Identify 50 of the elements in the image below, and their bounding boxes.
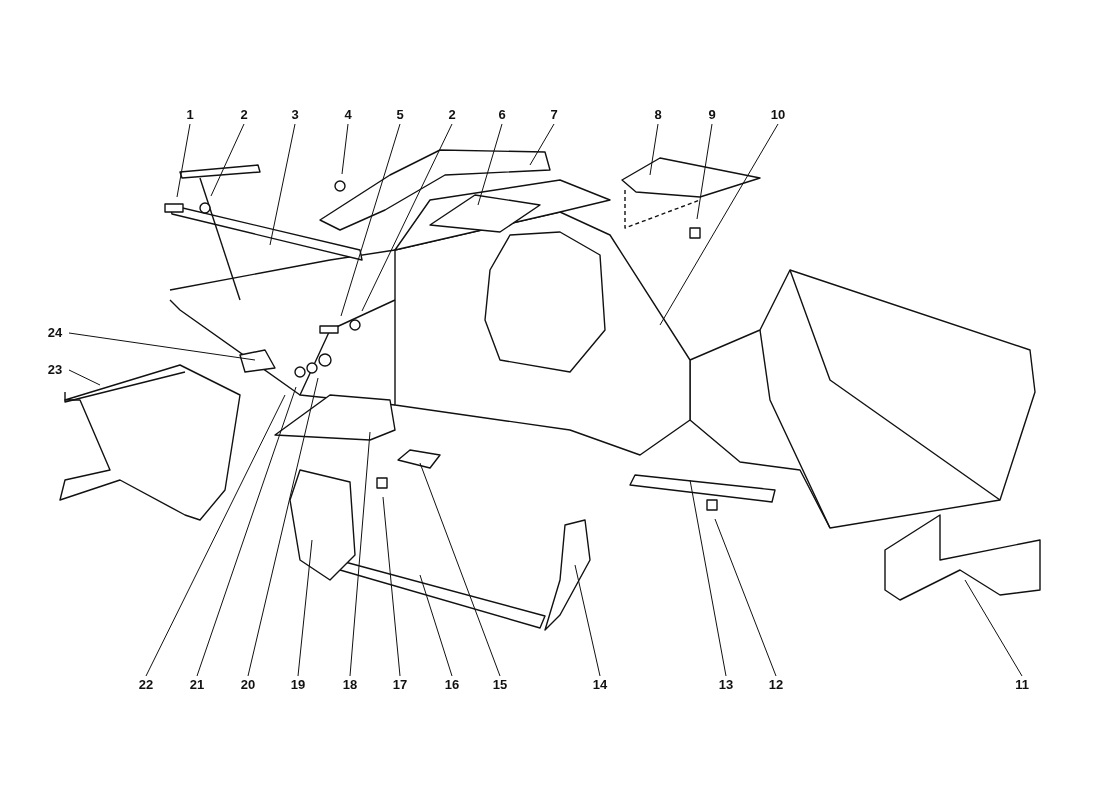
callout-number: 4 [333,105,363,125]
callout-number: 14 [585,675,615,695]
callout-number: 8 [643,105,673,125]
callout-number: 22 [131,675,161,695]
leader-line [574,564,601,677]
leader-line [210,123,245,197]
callout-number: 20 [233,675,263,695]
leader-line [349,431,371,677]
callout-number: 2 [437,105,467,125]
callout-number: 21 [182,675,212,695]
callout-number: 3 [280,105,310,125]
leader-line [176,123,191,198]
leader-line [247,377,319,677]
leader-line [964,579,1023,677]
callout-number: 24 [40,323,70,343]
callout-number: 6 [487,105,517,125]
callout-number: 9 [697,105,727,125]
leader-line [382,496,401,677]
callout-number: 16 [437,675,467,695]
callout-number: 11 [1007,675,1037,695]
callout-number: 23 [40,360,70,380]
leader-line [529,123,555,166]
callout-number: 13 [711,675,741,695]
leader-line [419,574,453,677]
leader-line [341,123,349,175]
leader-line [196,386,297,677]
callout-number: 12 [761,675,791,695]
leader-line [477,123,503,206]
callout-number: 18 [335,675,365,695]
leader-line [361,123,453,312]
leader-line [714,518,777,677]
callout-number: 1 [175,105,205,125]
callout-number: 2 [229,105,259,125]
callout-number: 19 [283,675,313,695]
leader-line [269,123,296,246]
leader-line [340,123,401,317]
leader-line [419,462,501,677]
leader-line [145,394,286,677]
leader-line [297,539,313,677]
callout-number: 15 [485,675,515,695]
leader-line [696,123,713,220]
leader-line [649,123,659,176]
leader-line [68,332,256,361]
leader-line [659,123,779,326]
callout-number: 17 [385,675,415,695]
leader-line [68,369,101,386]
callout-number: 7 [539,105,569,125]
leader-line [689,479,727,677]
callout-number: 5 [385,105,415,125]
callout-number: 10 [763,105,793,125]
